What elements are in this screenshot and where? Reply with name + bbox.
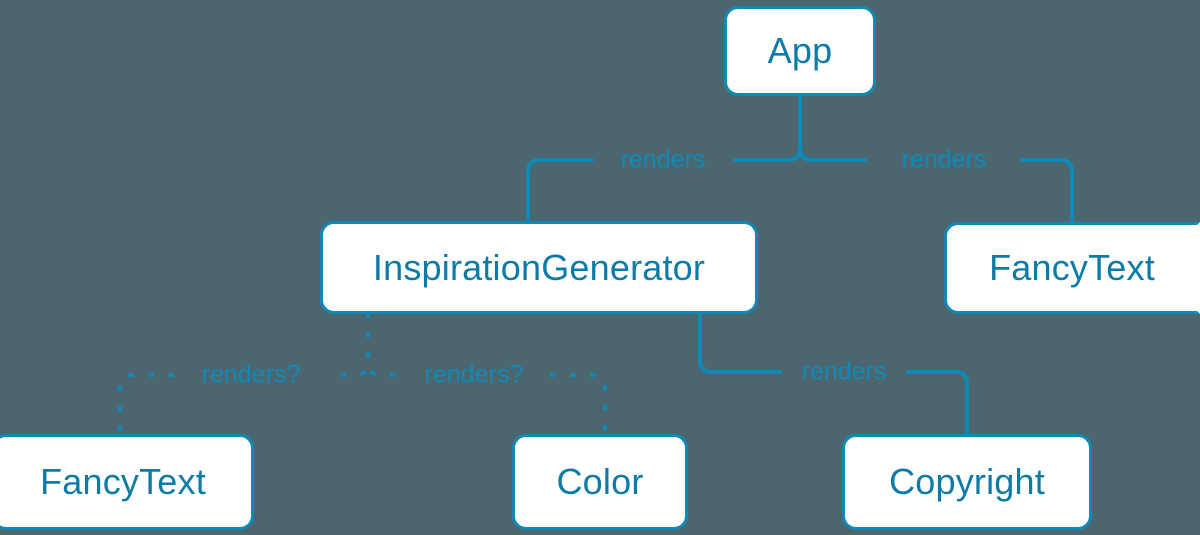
edge-label-app-to-inspiration: renders [620, 145, 706, 174]
node-copyright-label: Copyright [889, 461, 1045, 502]
node-fancytext-left[interactable]: FancyText [0, 434, 254, 530]
edge-app-to-inspiration-arm [526, 158, 594, 223]
edge-inspiration-to-copyright-stem [698, 312, 782, 374]
edge-label-app-to-fancytext-right: renders [901, 145, 987, 174]
node-fancytext-right[interactable]: FancyText [944, 222, 1200, 314]
edge-label-inspiration-to-copyright: renders [801, 357, 887, 386]
node-fancytext-right-label: FancyText [989, 247, 1155, 288]
edge-app-to-inspiration-stem [733, 94, 802, 162]
node-app[interactable]: App [724, 6, 876, 96]
edge-inspiration-to-fancytext-left-arm [118, 373, 174, 439]
edge-inspiration-to-color-arm [550, 373, 607, 439]
edge-label-inspiration-to-color: renders? [424, 360, 524, 389]
node-inspiration-generator[interactable]: InspirationGenerator [320, 221, 758, 314]
node-app-label: App [767, 30, 833, 71]
edge-inspiration-to-copyright-arm [906, 370, 969, 436]
edge-app-to-fancytext-arm [1020, 158, 1074, 224]
node-copyright[interactable]: Copyright [842, 434, 1092, 530]
edge-inspiration-to-color-stem [366, 312, 398, 377]
edge-app-to-fancytext-stem [798, 94, 867, 162]
node-color-label: Color [556, 461, 644, 502]
edge-inspiration-to-fancytext-left-stem [328, 312, 370, 377]
node-inspiration-generator-label: InspirationGenerator [372, 246, 706, 288]
edge-label-inspiration-to-fancytext-left: renders? [201, 360, 301, 389]
node-color[interactable]: Color [512, 434, 688, 530]
node-fancytext-left-label: FancyText [40, 461, 206, 502]
